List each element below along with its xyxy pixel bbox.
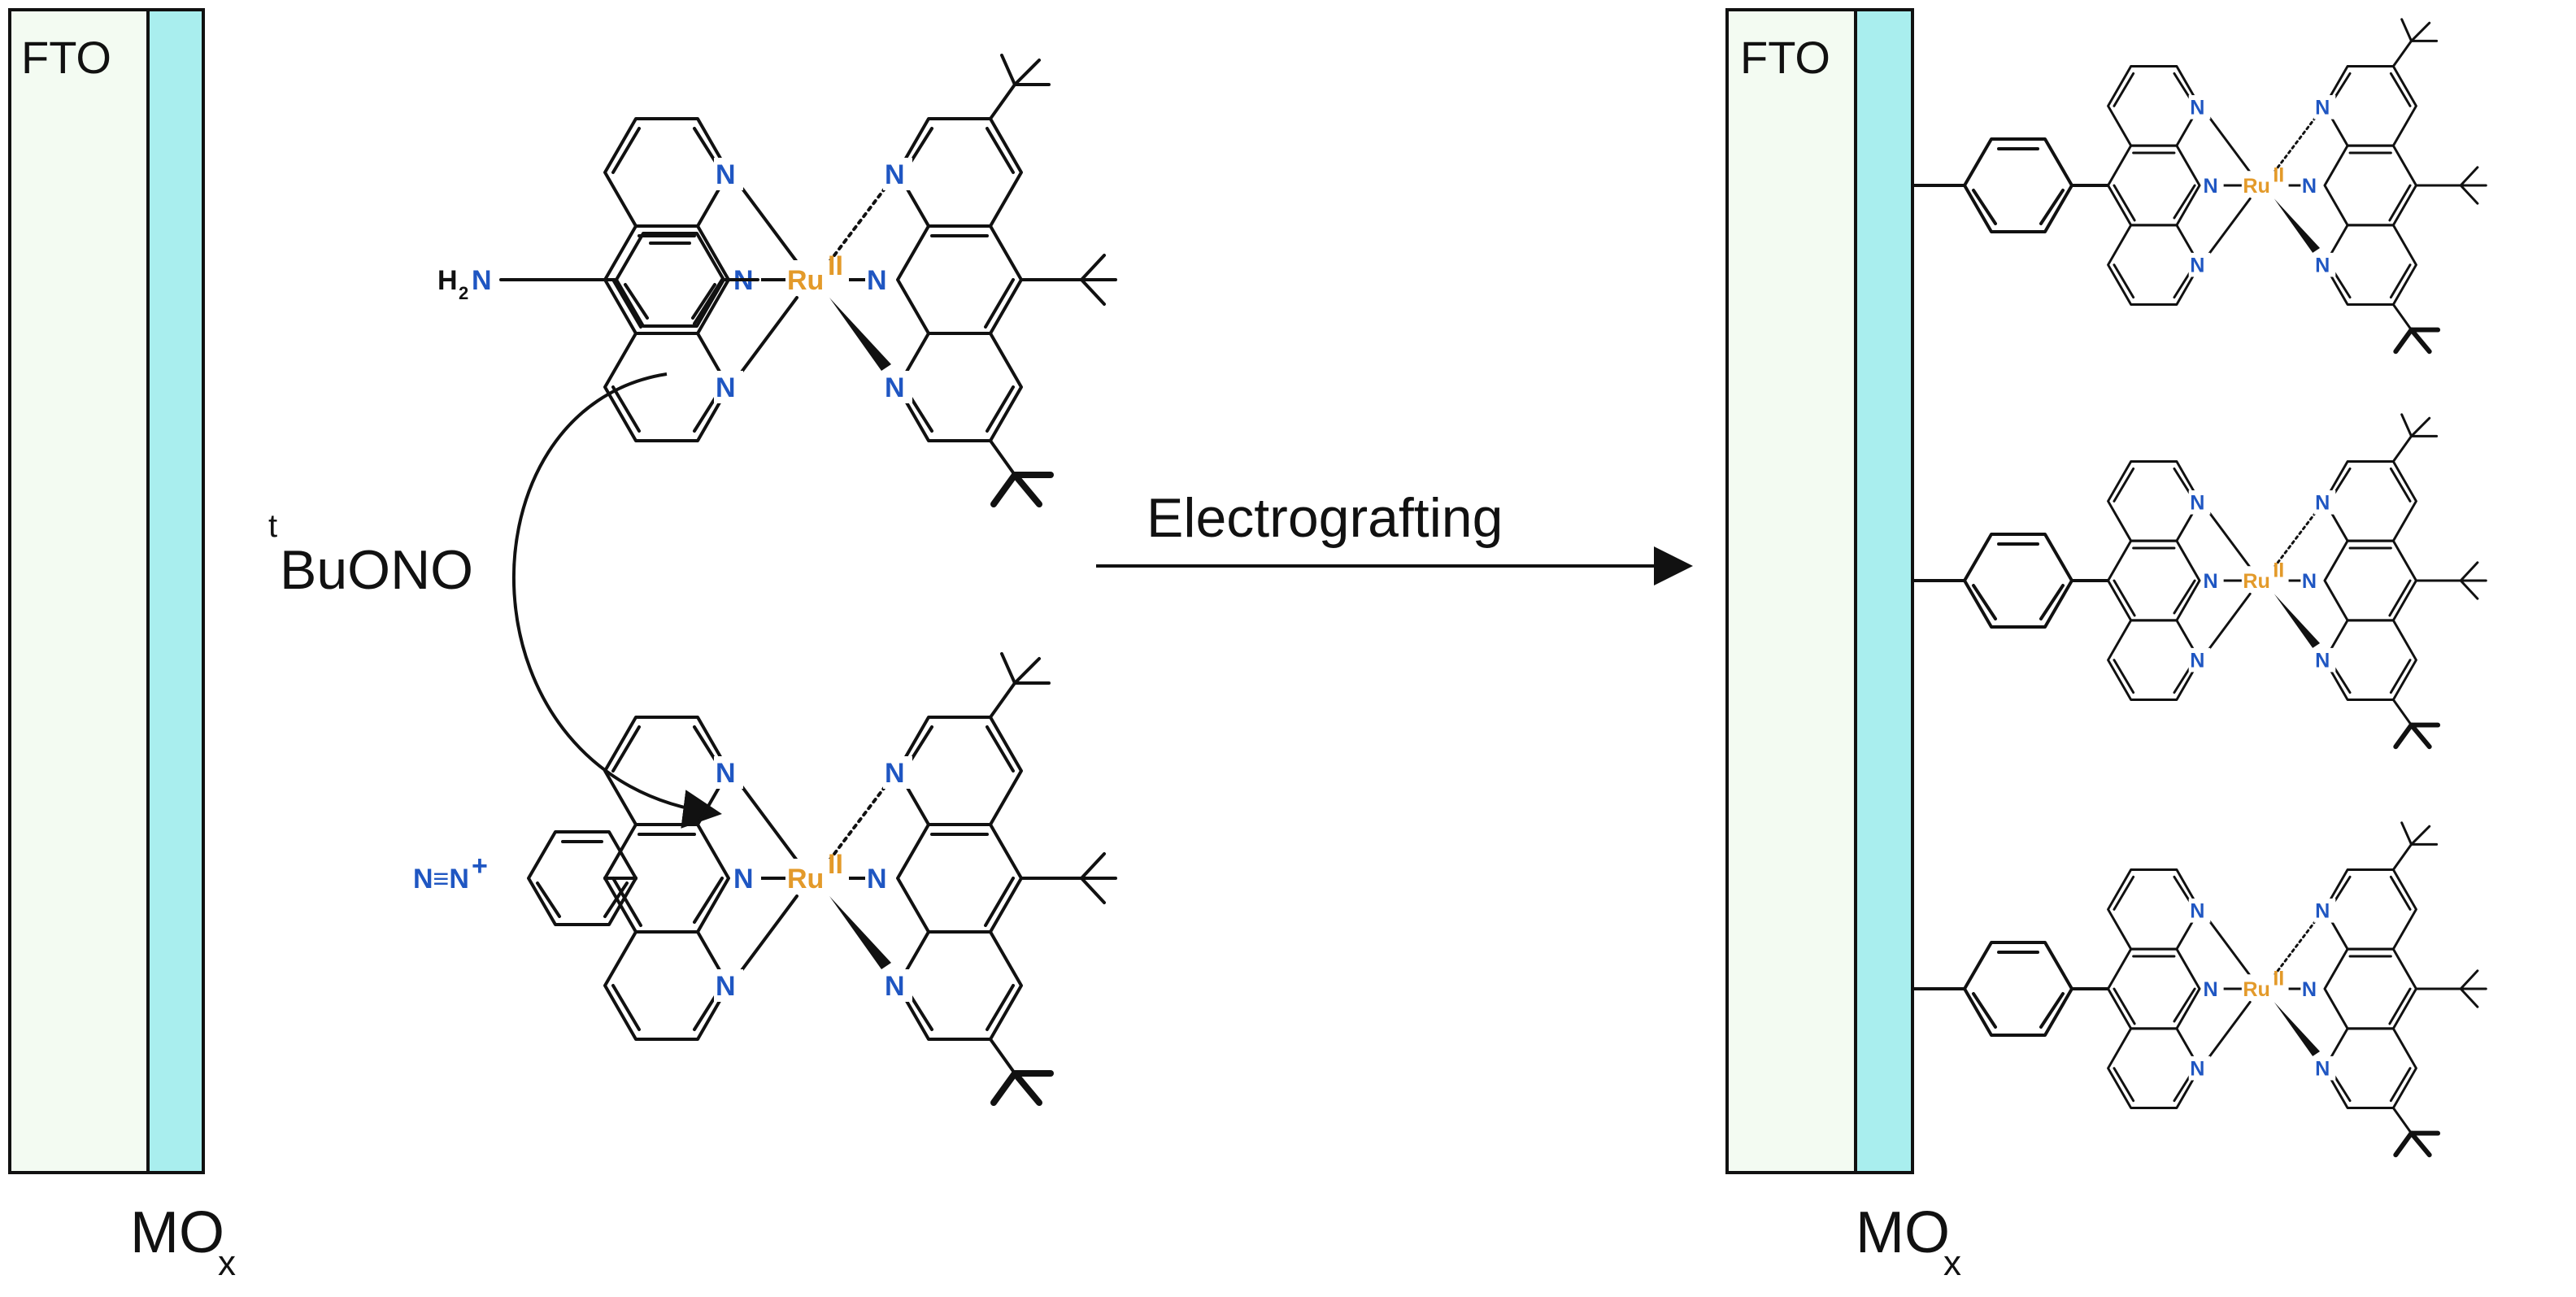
- diazonium-group: N≡N: [413, 864, 469, 894]
- grafted-complex-1: [1911, 20, 2486, 351]
- left-mox-layer: [146, 8, 205, 1174]
- reagent-superscript: t: [268, 508, 277, 544]
- reagent-text: BuONO: [280, 539, 473, 601]
- amine-h: H: [437, 265, 458, 296]
- amine-n: N: [472, 265, 492, 296]
- curved-arrow: [512, 372, 722, 829]
- electrografting-step: Electrografting: [1096, 487, 1693, 585]
- left-electrode: FTO MO x: [8, 8, 236, 1283]
- left-fto-layer: [8, 8, 150, 1174]
- right-fto-label: FTO: [1740, 32, 1830, 83]
- right-mox-label: MO: [1856, 1200, 1950, 1265]
- amine-sub: 2: [459, 283, 468, 303]
- right-mox-layer: [1854, 8, 1914, 1174]
- reagent-label: t BuONO: [268, 508, 473, 601]
- left-mox-subscript: x: [218, 1243, 236, 1283]
- right-fto-layer: [1725, 8, 1857, 1174]
- diazonium-charge: +: [472, 851, 488, 881]
- left-mox-label: MO: [130, 1200, 224, 1265]
- left-fto-label: FTO: [21, 32, 111, 83]
- complex-amine: H 2 N: [437, 55, 1116, 504]
- grafted-complex-3: [1911, 823, 2486, 1155]
- electrografting-label: Electrografting: [1147, 487, 1503, 549]
- grafted-complex-2: [1911, 415, 2486, 746]
- right-electrode: FTO MO x: [1725, 8, 1961, 1283]
- right-mox-subscript: x: [1943, 1243, 1961, 1283]
